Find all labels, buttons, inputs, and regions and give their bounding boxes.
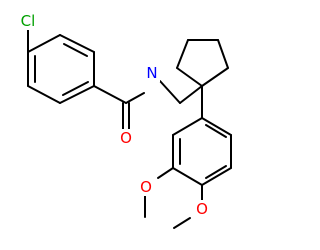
carbonyl-oxygen-symbol: O: [120, 129, 132, 147]
methoxy-oxygen-3-symbol: O: [140, 178, 152, 196]
bond: [27, 34, 61, 53]
chemical-structure: Cl N O O O: [17, 12, 232, 229]
bond: [176, 39, 189, 69]
bond: [201, 67, 229, 87]
chlorine-atom-label: Cl: [17, 12, 39, 30]
bond: [59, 85, 95, 104]
bond: [62, 81, 89, 96]
bond: [179, 85, 203, 104]
chlorine-symbol: Cl: [21, 12, 36, 30]
bond: [93, 85, 127, 104]
bond: [59, 34, 95, 53]
bond: [159, 80, 181, 104]
bond: [176, 67, 203, 87]
bond: [172, 167, 203, 186]
bond: [205, 124, 227, 138]
bond: [27, 85, 61, 104]
bond: [157, 167, 174, 179]
carbonyl-oxygen-atom-label: O: [118, 129, 134, 147]
methoxy-oxygen-3-atom-label: O: [138, 178, 154, 196]
nitrogen-symbol: N: [146, 64, 157, 82]
bond: [201, 117, 232, 136]
nitrogen-atom-label: N: [144, 64, 160, 82]
bond: [125, 92, 145, 104]
bonds: [27, 29, 232, 229]
methoxy-oxygen-4-atom-label: O: [194, 200, 210, 218]
bond: [201, 167, 232, 186]
bond: [172, 117, 203, 136]
bond: [173, 217, 191, 229]
bond: [63, 43, 88, 57]
atom-labels: Cl N O O O: [17, 12, 210, 218]
bond: [217, 39, 229, 69]
methoxy-oxygen-4-symbol: O: [196, 200, 208, 218]
bond: [205, 165, 227, 179]
